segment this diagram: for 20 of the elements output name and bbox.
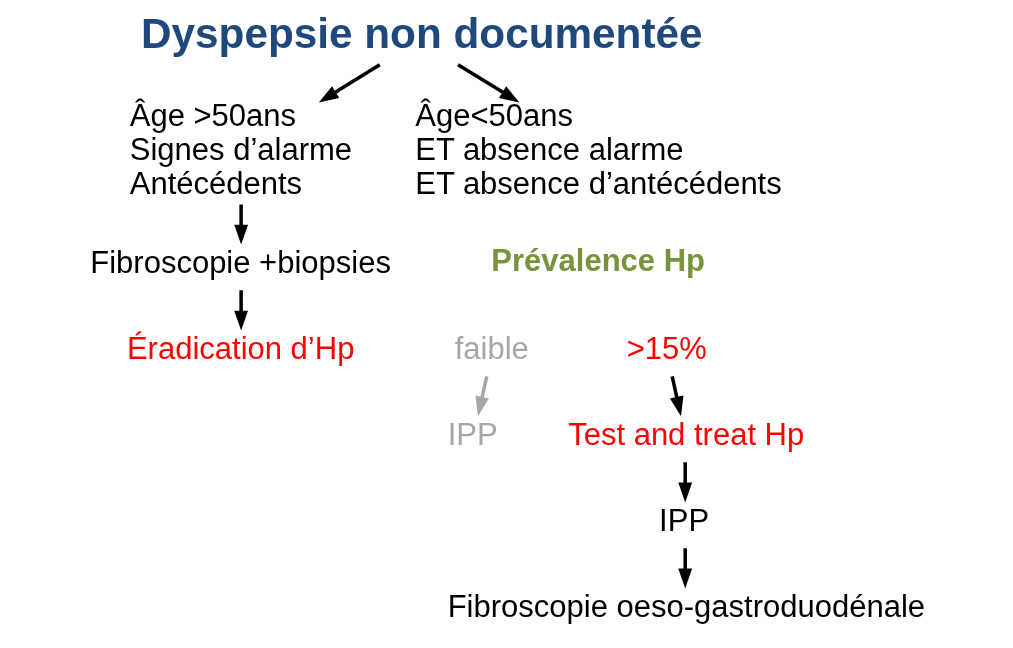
node-text: IPP bbox=[447, 416, 498, 452]
arrow bbox=[669, 375, 684, 417]
arrow bbox=[678, 462, 693, 503]
node-text: Fibroscopie +biopsies bbox=[90, 244, 391, 280]
arrow bbox=[457, 63, 520, 103]
arrow bbox=[234, 290, 249, 331]
node-text: Âge<50ans ET absence alarme ET absence d’antécédents bbox=[415, 98, 782, 201]
node-text: Test and treat Hp bbox=[568, 416, 805, 452]
label: Prévalence Hp bbox=[491, 243, 706, 279]
node-text: >15% bbox=[626, 330, 707, 366]
arrow bbox=[234, 204, 249, 245]
arrow bbox=[475, 375, 489, 417]
node-text: IPP bbox=[659, 502, 710, 538]
arrow bbox=[678, 548, 693, 589]
node-text: Âge >50ans Signes d’alarme Antécédents bbox=[129, 98, 353, 201]
node-text: Éradication d’Hp bbox=[126, 330, 355, 366]
node-text: faible bbox=[454, 330, 529, 366]
node-text: Fibroscopie oeso-gastroduodénale bbox=[447, 588, 926, 624]
node-text: Dyspepsie non documentée bbox=[141, 10, 703, 58]
arrow bbox=[318, 63, 381, 103]
